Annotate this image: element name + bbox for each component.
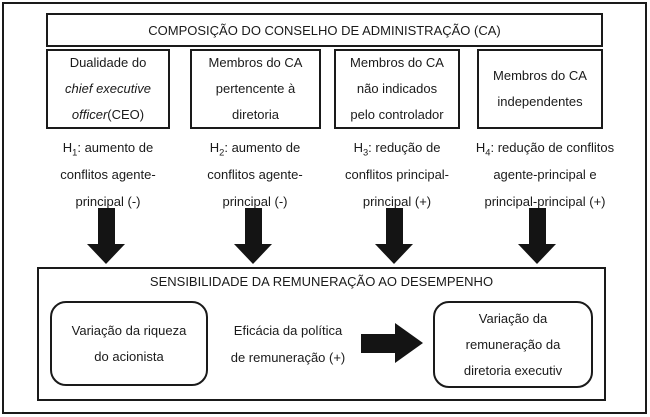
sensitivity-box <box>37 267 606 401</box>
arrow-head <box>87 244 125 264</box>
hypothesis-h4: H4: redução de conflitos agente-principa… <box>455 134 635 215</box>
box-members-diretoria: Membros do CA pertencente à diretoria <box>190 49 321 129</box>
h-subscript: 1 <box>72 147 78 158</box>
hypothesis-h3: H3: redução de conflitos principal- prin… <box>327 134 467 215</box>
node-executive-compensation: Variação da remuneração da diretoria exe… <box>433 301 593 388</box>
box-line: diretoria <box>232 107 279 122</box>
node-line: do acionista <box>94 348 164 364</box>
hypothesis-line: H4: redução de conflitos <box>455 134 635 161</box>
node-line: Variação da riqueza <box>71 322 187 338</box>
box-line: Dualidade do <box>69 55 147 70</box>
mediator-policy-effectiveness: Eficácia da política de remuneração (+) <box>218 317 358 371</box>
hypothesis-line: H2: aumento de <box>185 134 325 161</box>
hypothesis-line: principal (-) <box>222 194 288 209</box>
hypothesis-line: principal (+) <box>362 194 432 209</box>
arrow-head <box>518 244 556 264</box>
box-line: Membros do CA <box>208 55 303 70</box>
h-letter: H <box>62 140 73 155</box>
h-letter: H <box>209 140 220 155</box>
hypothesis-line: H3: redução de <box>327 134 467 161</box>
box-ceo-duality: Dualidade do chief executive officer(CEO… <box>46 49 170 129</box>
arrow-stem <box>244 208 262 244</box>
composition-title-box: COMPOSIÇÃO DO CONSELHO DE ADMINISTRAÇÃO … <box>46 13 603 47</box>
arrow-head <box>234 244 272 264</box>
arrow-stem <box>97 208 115 244</box>
box-line: Membros do CA <box>350 55 444 70</box>
box-line: independentes <box>497 94 583 109</box>
arrow-stem <box>385 208 403 244</box>
hypothesis-line: conflitos principal- <box>344 167 450 182</box>
box-members-nao-indicados: Membros do CA não indicados pelo control… <box>334 49 460 129</box>
box-line: chief executive <box>65 81 151 96</box>
box-line: pelo controlador <box>350 107 444 122</box>
hypothesis-line: conflitos agente- <box>60 167 156 182</box>
node-line: Variação da <box>478 310 548 326</box>
hypothesis-line: H1: aumento de <box>38 134 178 161</box>
box-line: Membros do CA <box>493 68 587 83</box>
arrow-head <box>395 323 423 363</box>
down-arrow-icon <box>375 208 413 264</box>
right-arrow-icon <box>361 323 423 363</box>
hypothesis-h2: H2: aumento de conflitos agente- princip… <box>185 134 325 215</box>
arrow-stem <box>361 333 395 353</box>
down-arrow-icon <box>87 208 125 264</box>
h-letter: H <box>475 140 486 155</box>
arrow-head <box>375 244 413 264</box>
box-line: officer(CEO) <box>72 102 144 128</box>
node-line: diretoria executiv <box>463 362 563 378</box>
box-line-italic-part: officer <box>71 107 108 122</box>
h-subscript: 2 <box>219 147 225 158</box>
box-line: pertencente à <box>215 81 296 96</box>
arrow-stem <box>528 208 546 244</box>
box-line-regular-part: (CEO) <box>107 107 145 122</box>
hypothesis-line: principal-principal (+) <box>484 194 606 209</box>
node-shareholder-wealth: Variação da riqueza do acionista <box>50 301 208 386</box>
h-text: : redução de conflitos <box>490 140 615 155</box>
hypothesis-line: principal (-) <box>75 194 141 209</box>
node-line: remuneração da <box>465 336 561 352</box>
h-subscript: 3 <box>362 147 369 158</box>
hypothesis-line: agente-principal e <box>493 167 597 182</box>
down-arrow-icon <box>234 208 272 264</box>
down-arrow-icon <box>518 208 556 264</box>
hypothesis-line: conflitos agente- <box>207 167 303 182</box>
sensitivity-title: SENSIBILIDADE DA REMUNERAÇÃO AO DESEMPEN… <box>149 274 494 289</box>
composition-title: COMPOSIÇÃO DO CONSELHO DE ADMINISTRAÇÃO … <box>148 22 501 38</box>
box-members-independentes: Membros do CA independentes <box>477 49 603 129</box>
hypothesis-h1: H1: aumento de conflitos agente- princip… <box>38 134 178 215</box>
h-text: : aumento de <box>77 140 154 155</box>
box-line: não indicados <box>356 81 438 96</box>
mediator-line: de remuneração (+) <box>230 350 346 365</box>
h-text: : redução de <box>368 140 441 155</box>
h-letter: H <box>353 140 363 155</box>
h-subscript: 4 <box>485 147 491 158</box>
h-text: : aumento de <box>224 140 301 155</box>
mediator-line: Eficácia da política <box>233 323 343 338</box>
